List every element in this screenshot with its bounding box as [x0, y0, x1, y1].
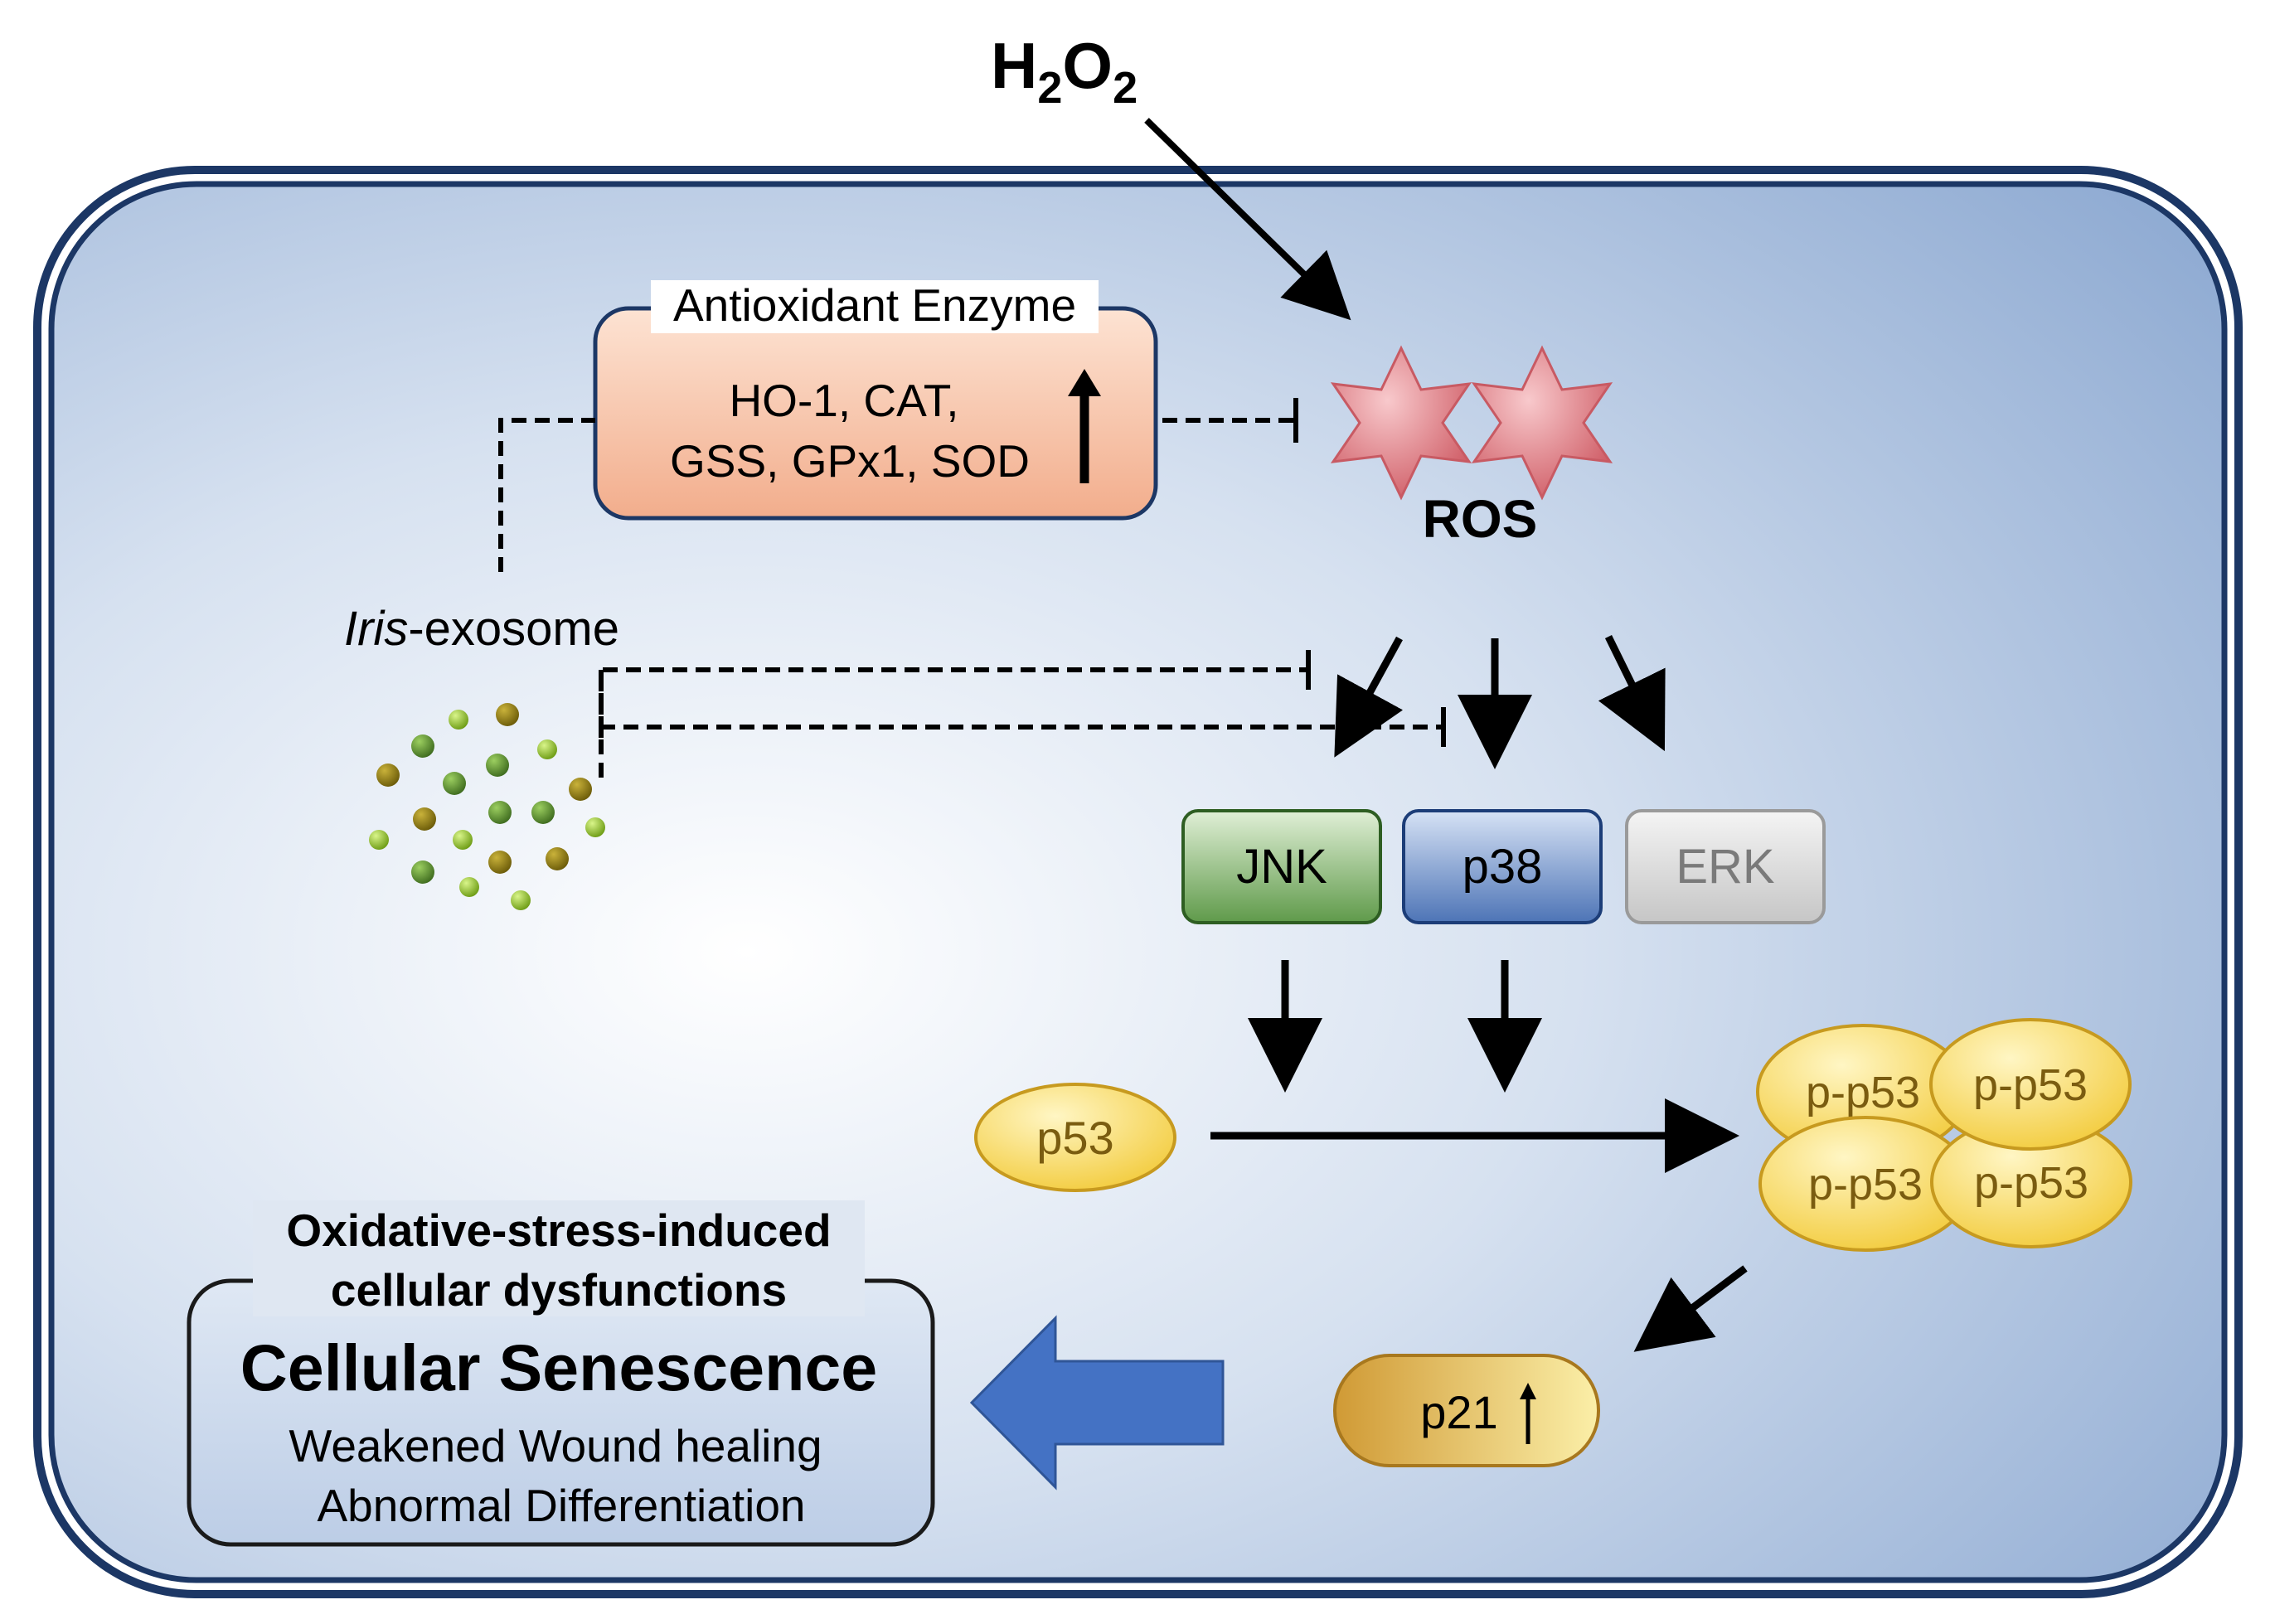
exosome-particle	[546, 847, 569, 870]
exosome-particles	[369, 703, 605, 910]
outcome-line2: Abnormal Differentiation	[317, 1480, 805, 1531]
ros-star-icon	[1471, 345, 1613, 501]
cell-outer-border	[33, 166, 2243, 1598]
h2o2-to-ros-arrow	[1144, 118, 1351, 321]
p-p53-label: p-p53	[1806, 1068, 1920, 1117]
exosome-particle	[531, 801, 555, 824]
p38-label: p38	[1462, 840, 1543, 894]
exosome-particle	[511, 890, 531, 910]
exosome-particle	[585, 817, 605, 837]
p53-ellipse	[974, 1083, 1176, 1192]
ros-star-icon	[1330, 345, 1472, 501]
p-p53-ellipse	[1929, 1018, 2132, 1151]
exosome-label: Iris-exosome	[344, 602, 619, 656]
exosome-particle	[569, 778, 592, 801]
ros-label: ROS	[1423, 489, 1538, 549]
exosome-particle	[411, 860, 434, 884]
outcome-title: Cellular Senescence	[240, 1331, 877, 1404]
antioxidant-title-bg	[651, 280, 1099, 333]
erk-box	[1625, 809, 1826, 924]
ros-to-erk-arrow	[1598, 635, 1666, 752]
jnk-label: JNK	[1236, 840, 1327, 894]
exosome-particle	[488, 851, 512, 874]
exosome-particle	[413, 807, 436, 831]
exosome-inhibits-jnk	[599, 667, 1306, 738]
p38-box	[1402, 809, 1603, 924]
outcome-header-line1: Oxidative-stress-induced	[286, 1205, 831, 1256]
p21-up-arrow-icon	[1520, 1383, 1536, 1444]
p-p53-to-p21-arrow	[1633, 1265, 1748, 1352]
exosome-particle	[537, 739, 557, 759]
outcome-line1: Weakened Wound healing	[289, 1420, 822, 1471]
p53-label: p53	[1036, 1112, 1113, 1164]
exosome-particle	[496, 703, 519, 726]
p-p53-label: p-p53	[1974, 1158, 2088, 1208]
exosome-particle	[411, 734, 434, 758]
antioxidant-title: Antioxidant Enzyme	[673, 279, 1076, 331]
h2o2-label: H2O2	[991, 29, 1138, 113]
p-p53-label: p-p53	[1973, 1060, 2088, 1110]
p21-capsule	[1333, 1354, 1600, 1467]
exosome-particle	[369, 830, 389, 850]
p21-label: p21	[1420, 1386, 1497, 1438]
erk-label: ERK	[1676, 840, 1775, 894]
exosome-particle	[486, 754, 509, 777]
senescence-big-arrow	[969, 1315, 1225, 1491]
exosome-particle	[488, 801, 512, 824]
antioxidant-line2: GSS, GPx1, SOD	[670, 435, 1030, 487]
antioxidant-line1: HO-1, CAT,	[729, 375, 958, 426]
exosome-particle	[459, 877, 479, 897]
exosome-to-antioxidant-connector	[498, 418, 595, 572]
antioxidant-up-arrow-icon	[1068, 369, 1101, 483]
outcome-header-line2: cellular dysfunctions	[331, 1264, 787, 1316]
p-p53-label: p-p53	[1808, 1160, 1923, 1210]
exosome-particle	[376, 764, 400, 787]
ros-to-jnk-arrow	[1334, 636, 1404, 758]
exosome-particle	[443, 772, 466, 795]
jnk-box	[1181, 809, 1382, 924]
exosome-particle	[449, 710, 468, 730]
exosome-particle	[453, 830, 473, 850]
outcome-header-bg	[253, 1200, 865, 1316]
